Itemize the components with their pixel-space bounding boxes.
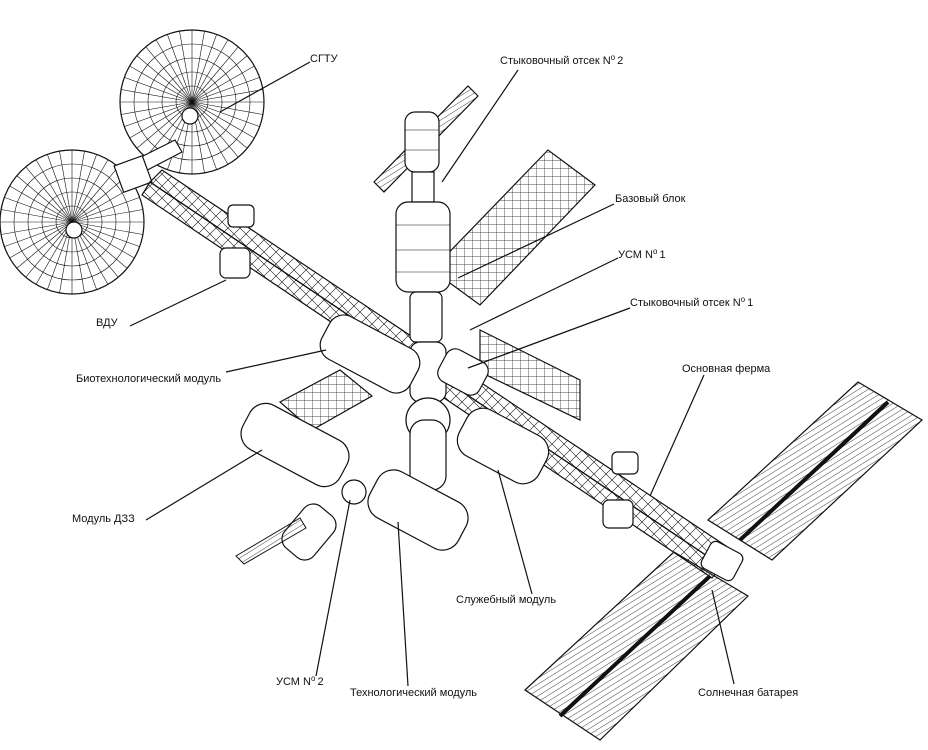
dish-spoke — [35, 159, 73, 223]
dish-spoke — [71, 209, 143, 223]
biotech-module — [319, 314, 421, 394]
sgtu-dish-upper — [119, 29, 265, 175]
dish-spoke — [4, 221, 73, 247]
dish-spoke — [71, 197, 140, 223]
dish-spoke — [129, 65, 193, 103]
dish-spoke — [71, 166, 119, 223]
dish-spoke — [191, 65, 255, 103]
dish-spoke — [25, 166, 73, 223]
dish-spoke — [136, 55, 193, 103]
leader-lines — [129, 61, 735, 687]
dish-spoke — [191, 101, 248, 149]
dish-spoke — [71, 159, 109, 223]
dish-spoke — [191, 55, 248, 103]
dish-spoke — [191, 101, 229, 165]
sgtu-dish-lower — [0, 149, 145, 295]
dish-spoke — [191, 46, 239, 103]
solar-array — [524, 381, 923, 741]
dish-spoke — [1, 221, 73, 235]
techno-module — [367, 469, 469, 551]
dish-spoke — [71, 221, 143, 235]
label-biotech-module: Биотехнологический модуль — [76, 373, 221, 385]
dish-spoke — [9, 185, 73, 223]
dish-spoke — [47, 154, 73, 223]
dish-spoke — [136, 101, 193, 149]
label-dzz-module: Модуль ДЗЗ — [72, 513, 135, 525]
dish-spoke — [121, 89, 193, 103]
dish-spoke — [1, 209, 73, 223]
docking-compartment-1 — [437, 348, 489, 396]
dish-spoke — [16, 221, 73, 269]
dish-spoke — [167, 34, 193, 103]
dish-spoke — [191, 89, 263, 103]
dish-spoke — [129, 101, 193, 139]
dish-spoke — [191, 39, 229, 103]
dish-spoke — [25, 221, 73, 278]
usm-2 — [341, 479, 367, 505]
dish-spoke — [121, 101, 193, 115]
dish-spoke — [191, 101, 255, 139]
dzz-module — [240, 402, 350, 488]
label-service-module: Служебный модуль — [456, 594, 556, 606]
docking-compartment-2 — [404, 111, 440, 203]
label-techno-module: Технологический модуль — [350, 687, 477, 699]
dish-spoke — [16, 175, 73, 223]
dish-spoke — [71, 175, 128, 223]
dish-spoke — [71, 154, 97, 223]
dish-spoke — [59, 151, 73, 223]
dish-spoke — [71, 221, 140, 247]
dish-spoke — [191, 34, 217, 103]
label-sgtu: СГТУ — [310, 53, 339, 65]
dish-spoke — [191, 31, 205, 103]
label-main-truss: Основная ферма — [682, 363, 771, 375]
label-base-block: Базовый блок — [615, 193, 686, 205]
dish-spoke — [191, 77, 260, 103]
base-block — [395, 201, 451, 343]
dish-spoke — [9, 221, 73, 259]
dish-spoke — [71, 151, 85, 223]
sgtu-connector — [113, 139, 183, 194]
dish-spoke — [191, 101, 260, 127]
dish-spoke — [155, 39, 193, 103]
vdu-thruster — [219, 204, 639, 529]
label-vdu: ВДУ — [96, 317, 119, 329]
dish-spoke — [124, 101, 193, 127]
dish-spoke — [4, 197, 73, 223]
grid-panel-right — [479, 329, 581, 421]
dish-spoke — [179, 31, 193, 103]
dish-spoke — [71, 221, 135, 259]
service-module — [456, 407, 550, 485]
dish-spoke — [145, 46, 193, 103]
dish-spoke — [191, 101, 239, 158]
base-block-panel — [431, 149, 596, 306]
label-solar-array: Солнечная батарея — [698, 687, 798, 699]
soyuz-craft — [235, 503, 337, 565]
dish-spoke — [124, 77, 193, 103]
